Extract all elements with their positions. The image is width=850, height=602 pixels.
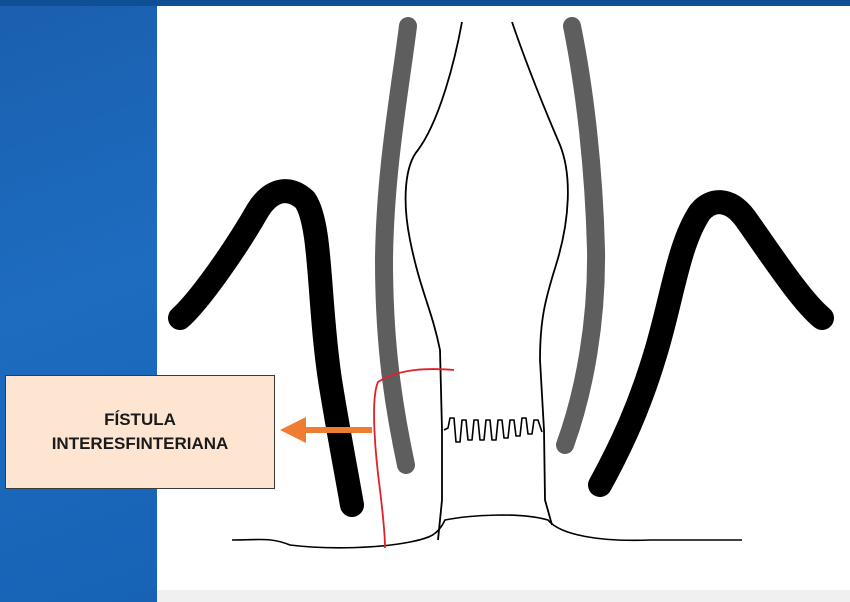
label-line-2: INTERESFINTERIANA [52, 432, 229, 456]
internal-sphincter-right [565, 26, 596, 445]
label-line-1: FÍSTULA [104, 408, 176, 432]
fistula-label-box: FÍSTULA INTERESFINTERIANA [5, 375, 275, 489]
perineal-skin-line [232, 515, 742, 548]
arrow-head [280, 417, 306, 443]
external-sphincter-right [600, 202, 822, 485]
internal-sphincter-left [384, 26, 408, 465]
dentate-line [444, 418, 542, 442]
